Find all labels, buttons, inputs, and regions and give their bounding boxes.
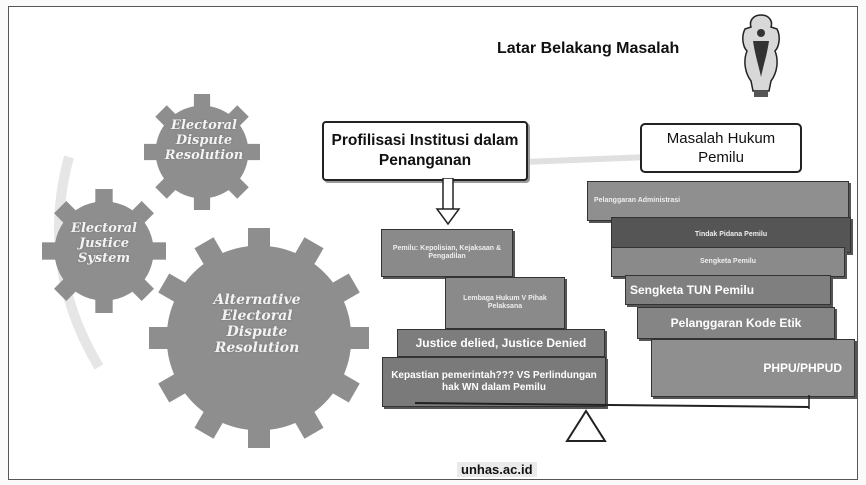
gear-justice-system-icon <box>42 189 166 313</box>
center-item-2: Lembaga Hukum V Pihak Pelaksana <box>445 277 565 329</box>
connector-line <box>523 154 650 165</box>
right-item-5: Pelanggaran Kode Etik <box>637 307 835 339</box>
gear-dispute-resolution-icon <box>144 94 260 210</box>
seesaw-fulcrum-icon <box>565 409 607 442</box>
center-heading-text: Profilisasi Institusi dalam Penanganan <box>331 132 519 169</box>
center-item-4: Kepastian pemerintah??? VS Perlindungan … <box>382 357 606 407</box>
center-item-1: Pemilu: Kepolisian, Kejaksaan & Pengadil… <box>381 229 513 277</box>
center-item-3: Justice delied, Justice Denied <box>397 329 605 357</box>
right-item-1: Pelanggaran Administrasi <box>587 181 849 221</box>
seesaw-graphic <box>414 395 810 442</box>
center-heading-box: Profilisasi Institusi dalam Penanganan <box>322 121 528 181</box>
university-crest-logo <box>742 14 780 97</box>
footer-url: unhas.ac.id <box>457 462 537 477</box>
seesaw-beam <box>414 402 810 408</box>
gear-label-justice-system: Electoral Justice System <box>71 221 137 266</box>
slide-title: Latar Belakang Masalah <box>497 40 680 57</box>
gear-label-dispute-resolution: Electoral Dispute Resolution <box>164 118 244 163</box>
right-heading-box: Masalah Hukum Pemilu <box>640 123 802 173</box>
right-item-6: PHPU/PHPUD <box>651 339 855 397</box>
slide: Electoral Dispute Resolution Electoral J… <box>8 6 858 480</box>
right-heading-text: Masalah Hukum Pemilu <box>666 130 776 166</box>
gear-alternative-resolution-icon <box>149 228 369 448</box>
right-item-4: Sengketa TUN Pemilu <box>625 275 831 305</box>
right-item-3: Sengketa Pemilu <box>611 247 845 277</box>
down-arrow-icon <box>435 178 461 226</box>
gear-label-alternative-resolution: Alternative Electoral Dispute Resolution <box>213 292 301 357</box>
gears-graphic <box>42 94 369 448</box>
